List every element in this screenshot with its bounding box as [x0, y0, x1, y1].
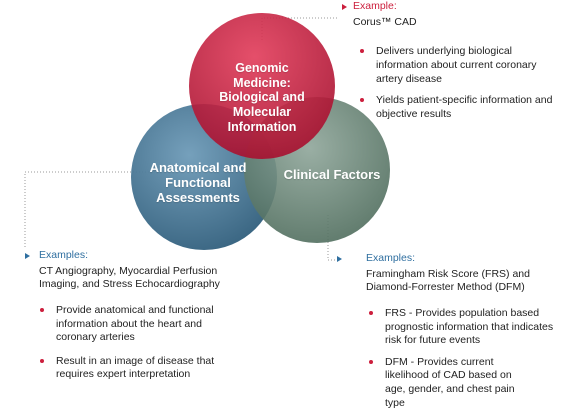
top-right-label: Example: — [353, 0, 397, 12]
top-right-bullets: Delivers underlying biological informati… — [359, 45, 558, 121]
bottom-right-label: Examples: — [366, 252, 416, 264]
bottom-left-label: Examples: — [39, 249, 89, 261]
bottom-right-intro: Framingham Risk Score (FRS) and Diamond-… — [366, 267, 530, 294]
list-item: Provide anatomical and functional inform… — [39, 304, 226, 345]
anatomical-label-line: Assessments — [156, 190, 240, 206]
bottom-left-bullets: Provide anatomical and functional inform… — [39, 304, 239, 382]
list-item: Result in an image of disease that requi… — [39, 355, 231, 382]
connector-left — [24, 171, 170, 248]
arrow-top-right — [342, 4, 347, 10]
bottom-left-block: Examples: CT Angiography, Myocardial Per… — [39, 249, 239, 390]
anatomical-label-line: Functional — [165, 175, 231, 191]
top-right-block: Example: Corus™ CAD Delivers underlying … — [353, 0, 558, 129]
venn-diagram — [24, 13, 390, 261]
genomic-label-line: Information — [227, 119, 297, 134]
list-item: Delivers underlying biological informati… — [359, 45, 558, 86]
bottom-left-intro: CT Angiography, Myocardial Perfusion Ima… — [39, 264, 220, 291]
arrow-bottom-right — [337, 256, 342, 262]
top-right-intro: Corus™ CAD — [353, 15, 417, 28]
list-item: FRS - Provides population based prognost… — [368, 307, 555, 348]
clinical-label-line: Clinical Factors — [283, 167, 381, 182]
bottom-right-block: Examples: Framingham Risk Score (FRS) an… — [366, 252, 561, 418]
clinical-label: Clinical Factors — [282, 167, 382, 182]
arrow-bottom-left — [25, 253, 30, 259]
genomic-label-line: Biological and — [219, 90, 305, 105]
bottom-right-bullets: FRS - Provides population based prognost… — [368, 307, 561, 410]
list-item: DFM - Provides current likelihood of CAD… — [368, 356, 530, 411]
list-item: Yields patient-specific information and … — [359, 94, 558, 121]
genomic-label: Genomic Medicine: Biological and Molecul… — [205, 61, 319, 134]
genomic-label-line: Molecular — [232, 104, 292, 119]
anatomical-label-line: Anatomical and — [149, 160, 247, 175]
anatomical-label: Anatomical and Functional Assessments — [143, 160, 253, 206]
genomic-label-line: Genomic Medicine: — [233, 61, 291, 90]
circle-genomic — [189, 13, 335, 159]
